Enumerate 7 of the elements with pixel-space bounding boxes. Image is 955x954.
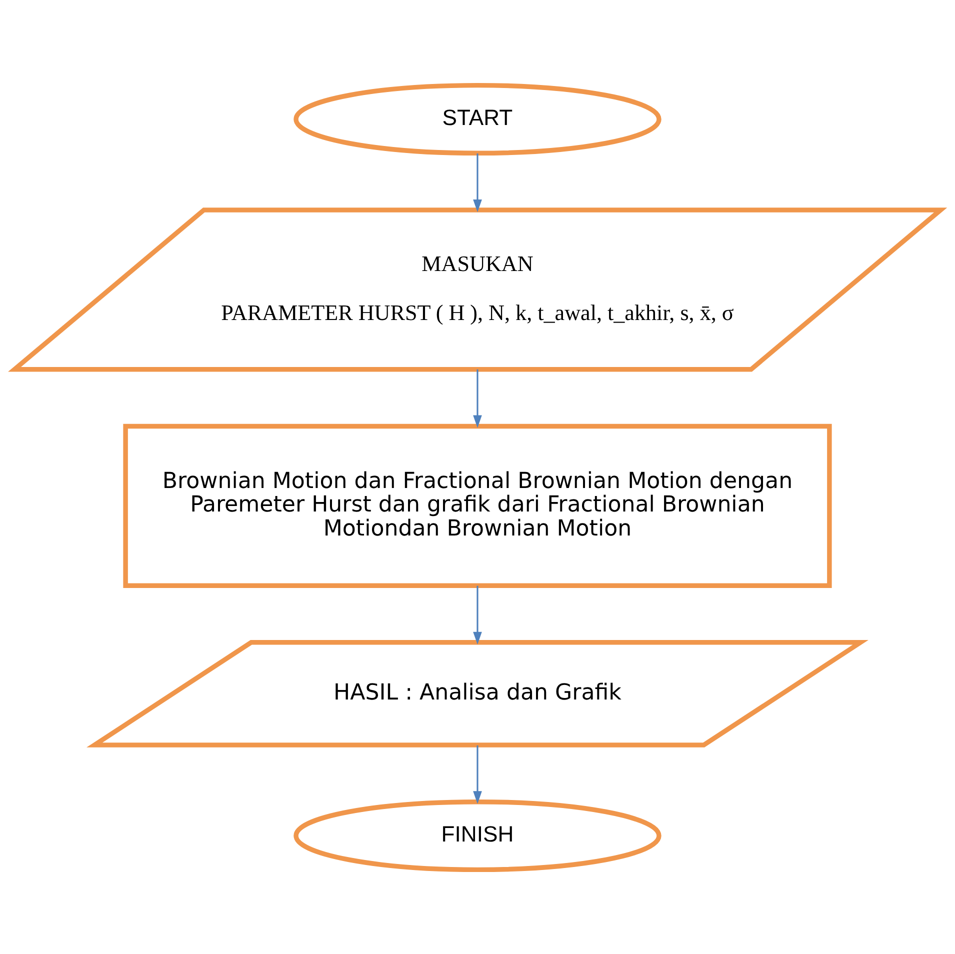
node-ellipse: START — [294, 82, 662, 156]
arrow — [473, 368, 482, 428]
arrow — [473, 585, 482, 644]
arrow — [473, 152, 482, 212]
arrow — [473, 744, 482, 804]
node-box: Brownian Motion dan Fractional Brownian Motion dengan Paremeter Hurst dan grafik dari Fractional Brownian Motiondan Brownian Motion — [123, 423, 832, 588]
node-ellipse: FINISH — [294, 798, 662, 872]
